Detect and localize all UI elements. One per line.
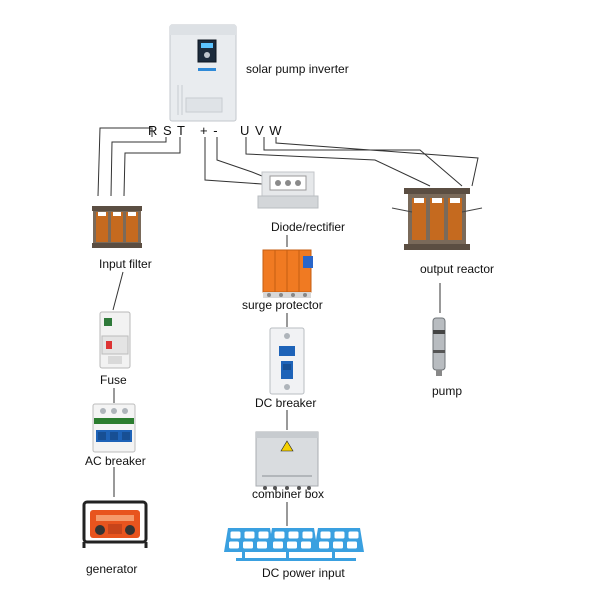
- wire-r: [97, 127, 153, 197]
- wire-w: [275, 137, 479, 187]
- wires: [97, 127, 479, 526]
- label-fuse: Fuse: [100, 373, 127, 387]
- wire-filter-fuse: [112, 271, 124, 311]
- diode-rectifier-device: [257, 171, 319, 209]
- solar-panel: [314, 528, 364, 560]
- output-reactor-device: [391, 188, 483, 250]
- wire-t: [123, 137, 181, 197]
- input-filter-device: [92, 206, 142, 248]
- label-ac-breaker: AC breaker: [85, 454, 146, 468]
- wire-plus: [204, 137, 263, 185]
- solar-panel: [224, 528, 274, 560]
- label-inverter: solar pump inverter: [246, 62, 349, 76]
- surge-protector-device: [262, 249, 313, 298]
- solar-panel-rail: [236, 558, 356, 561]
- pump-device: [432, 317, 446, 376]
- label-output-reactor: output reactor: [420, 262, 495, 276]
- label-generator: generator: [86, 562, 138, 576]
- label-pump: pump: [432, 384, 463, 398]
- wire-minus: [216, 137, 263, 177]
- fuse-device: [99, 311, 131, 369]
- label-diode-rectifier: Diode/rectifier: [271, 220, 346, 234]
- dc-terminals: + -: [200, 123, 219, 138]
- wire-v: [263, 137, 463, 187]
- label-input-filter: Input filter: [99, 257, 152, 271]
- wire-s: [110, 137, 167, 197]
- dc-breaker-device: [269, 327, 305, 395]
- label-dc-power-input: DC power input: [262, 566, 345, 580]
- generator-device: [82, 500, 148, 548]
- label-combiner-box: combiner box: [252, 487, 325, 501]
- solar-panel: [268, 528, 318, 560]
- wire-u: [245, 137, 431, 187]
- input-terminals-rst: R S T: [148, 123, 186, 138]
- label-dc-breaker: DC breaker: [255, 396, 317, 410]
- inverter-device: [169, 24, 237, 122]
- combiner-box-device: [255, 431, 319, 490]
- label-surge-protector: surge protector: [242, 298, 323, 312]
- ac-breaker-device: [92, 403, 136, 453]
- solar-panels: [224, 528, 364, 561]
- output-terminals-uvw: U V W: [240, 123, 283, 138]
